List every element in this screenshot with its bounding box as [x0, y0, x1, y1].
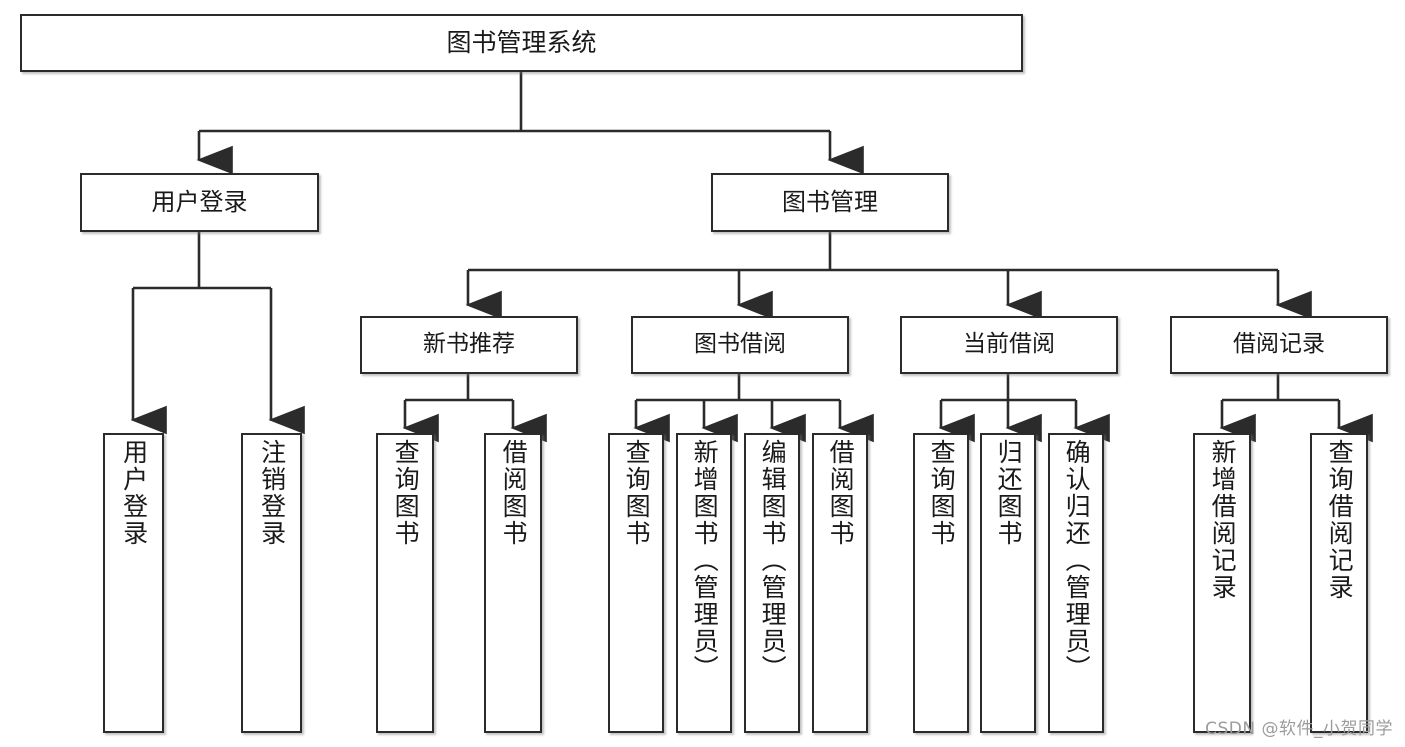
node-label: 归还图书 [994, 439, 1024, 547]
node-label: 查询图书 [927, 439, 957, 547]
node-leaf-record-query[interactable]: 查询借阅记录 [1310, 433, 1368, 733]
node-leaf-current-confirm-return[interactable]: 确认归还（管理员） [1048, 433, 1104, 733]
node-label: 借阅图书 [499, 439, 529, 547]
node-leaf-borrow-borrow-book[interactable]: 借阅图书 [812, 433, 868, 733]
node-label: 借阅图书 [826, 439, 856, 547]
node-label: 用户登录 [119, 439, 149, 547]
node-label: 图书管理系统 [446, 28, 597, 58]
node-label: 当前借阅 [963, 331, 1055, 358]
node-leaf-user-login[interactable]: 用户登录 [103, 433, 164, 733]
node-label: 新书推荐 [423, 331, 515, 358]
node-leaf-rec-query-book[interactable]: 查询图书 [376, 433, 434, 733]
node-user-login[interactable]: 用户登录 [80, 173, 319, 232]
node-label: 图书管理 [782, 188, 878, 217]
node-book-borrow[interactable]: 图书借阅 [631, 316, 849, 374]
csdn-watermark: CSDN @软件_小贺同学 [1205, 719, 1393, 739]
node-label: 查询图书 [622, 439, 652, 547]
node-leaf-user-logout[interactable]: 注销登录 [241, 433, 302, 733]
node-label: 查询借阅记录 [1325, 439, 1355, 601]
node-label: 新增图书（管理员） [690, 439, 720, 682]
node-leaf-record-add[interactable]: 新增借阅记录 [1193, 433, 1251, 733]
node-label: 借阅记录 [1233, 331, 1325, 358]
node-book-manage[interactable]: 图书管理 [711, 173, 949, 232]
node-label: 查询图书 [391, 439, 421, 547]
node-leaf-borrow-add-book[interactable]: 新增图书（管理员） [676, 433, 732, 733]
node-label: 新增借阅记录 [1208, 439, 1238, 601]
node-label: 确认归还（管理员） [1062, 439, 1092, 682]
node-leaf-borrow-edit-book[interactable]: 编辑图书（管理员） [744, 433, 800, 733]
node-current-borrow[interactable]: 当前借阅 [900, 316, 1118, 374]
node-label: 图书借阅 [694, 331, 786, 358]
node-leaf-rec-borrow-book[interactable]: 借阅图书 [484, 433, 542, 733]
node-leaf-current-query-book[interactable]: 查询图书 [913, 433, 969, 733]
node-leaf-borrow-query-book[interactable]: 查询图书 [608, 433, 664, 733]
node-label: 编辑图书（管理员） [758, 439, 788, 682]
node-new-book-recommend[interactable]: 新书推荐 [360, 316, 578, 374]
node-label: 用户登录 [151, 188, 248, 217]
node-label: 注销登录 [257, 439, 287, 547]
node-root-book-management-system[interactable]: 图书管理系统 [20, 14, 1023, 72]
node-leaf-current-return-book[interactable]: 归还图书 [980, 433, 1036, 733]
node-borrow-record[interactable]: 借阅记录 [1170, 316, 1388, 374]
